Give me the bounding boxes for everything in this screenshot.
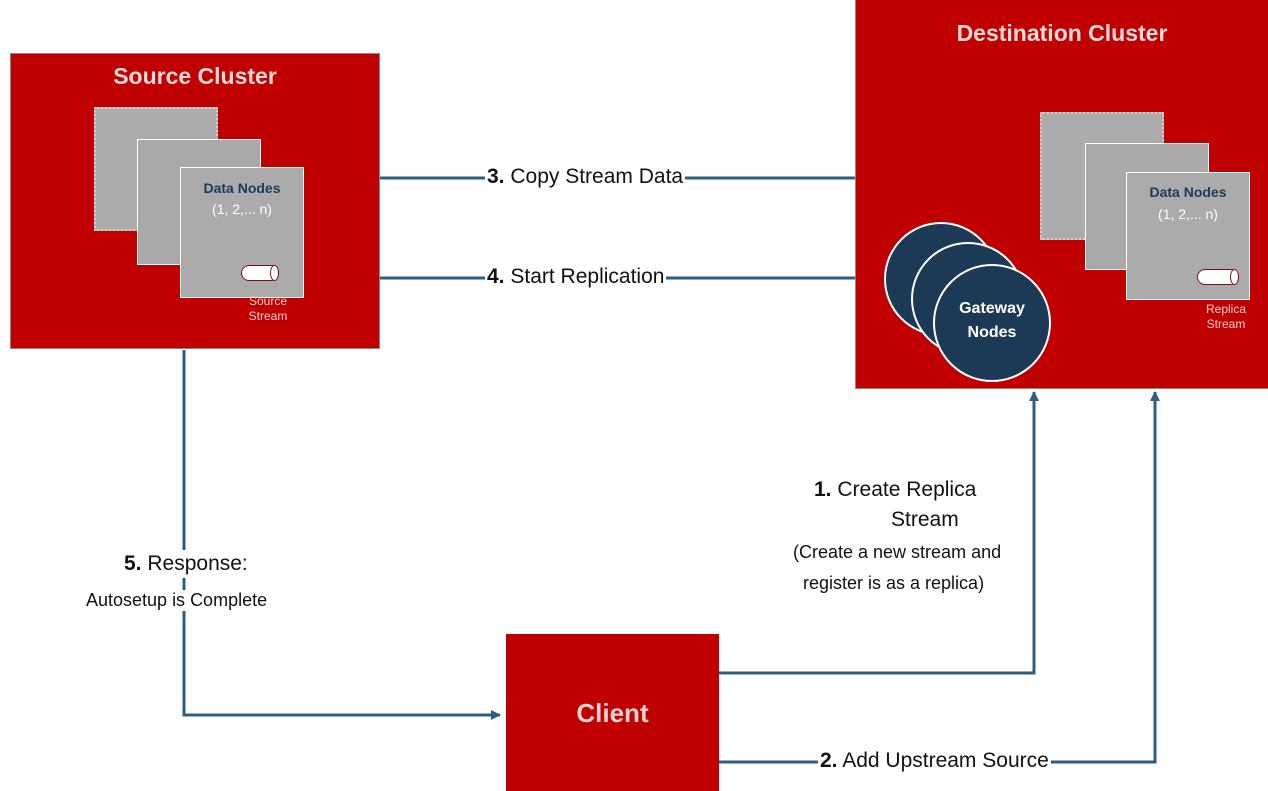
replica-stream-label-line2: Stream [1206, 317, 1246, 331]
arrow-create-replica [719, 391, 1039, 675]
source-stream-label-line1: Source [248, 294, 288, 308]
replica-stream-label-line1: Replica [1205, 302, 1247, 316]
step-5-number: 5. [124, 552, 142, 575]
step-1-text-line2: Stream [888, 508, 962, 532]
step-2-number: 2. [820, 749, 838, 772]
source-stream-cylinder-icon [241, 265, 279, 281]
client-box: Client [506, 634, 719, 791]
data-nodes-title: Data Nodes [203, 180, 281, 196]
gateway-nodes-label-line1: Gateway [959, 300, 1025, 317]
data-nodes-range: (1, 2,... n) [1158, 206, 1218, 222]
step-5-label: 5. Response: [121, 550, 251, 578]
data-nodes-range: (1, 2,... n) [212, 201, 272, 217]
source-cluster-title: Source Cluster [113, 63, 277, 89]
step-4-label: 4. Start Replication [485, 265, 667, 289]
destination-cluster-title: Destination Cluster [956, 20, 1168, 46]
step-1-number: 1. [814, 478, 832, 501]
source-stream-label-line2: Stream [248, 309, 288, 323]
replica-stream-label: Replica Stream [1196, 302, 1256, 332]
step-4-number: 4. [487, 265, 505, 288]
destination-cluster: Destination Cluster Data Nodes (1, 2,...… [855, 0, 1268, 389]
step-2-text: Add Upstream Source [842, 749, 1049, 772]
step-3-text: Copy Stream Data [510, 165, 684, 188]
client-title: Client [576, 698, 649, 728]
step-5-text: Response: [147, 552, 248, 575]
step-4-text: Start Replication [510, 265, 665, 288]
gateway-nodes-label: Gateway Nodes [933, 297, 1051, 345]
step-1-label: 1. Create Replica [811, 478, 980, 502]
arrow-response [182, 350, 501, 720]
data-node-card-front: Data Nodes (1, 2,... n) [1126, 172, 1250, 300]
step-1-detail-line1: (Create a new stream and [790, 542, 1005, 563]
step-1-detail-line2: register is as a replica) [800, 573, 988, 594]
step-2-label: 2. Add Upstream Source [818, 749, 1051, 773]
step-5-detail: Autosetup is Complete [84, 590, 270, 611]
source-cluster: Source Cluster Data Nodes (1, 2,... n) S… [10, 53, 380, 349]
gateway-nodes-label-line2: Nodes [967, 324, 1017, 341]
step-3-number: 3. [487, 165, 505, 188]
gateway-node-circle-front [933, 264, 1051, 382]
data-nodes-title: Data Nodes [1149, 184, 1227, 200]
replica-stream-cylinder-icon [1197, 269, 1239, 285]
step-3-label: 3. Copy Stream Data [485, 165, 686, 189]
source-stream-label: Source Stream [236, 294, 300, 324]
step-1-text: Create Replica [837, 478, 977, 501]
data-node-card-front: Data Nodes (1, 2,... n) [180, 167, 304, 298]
